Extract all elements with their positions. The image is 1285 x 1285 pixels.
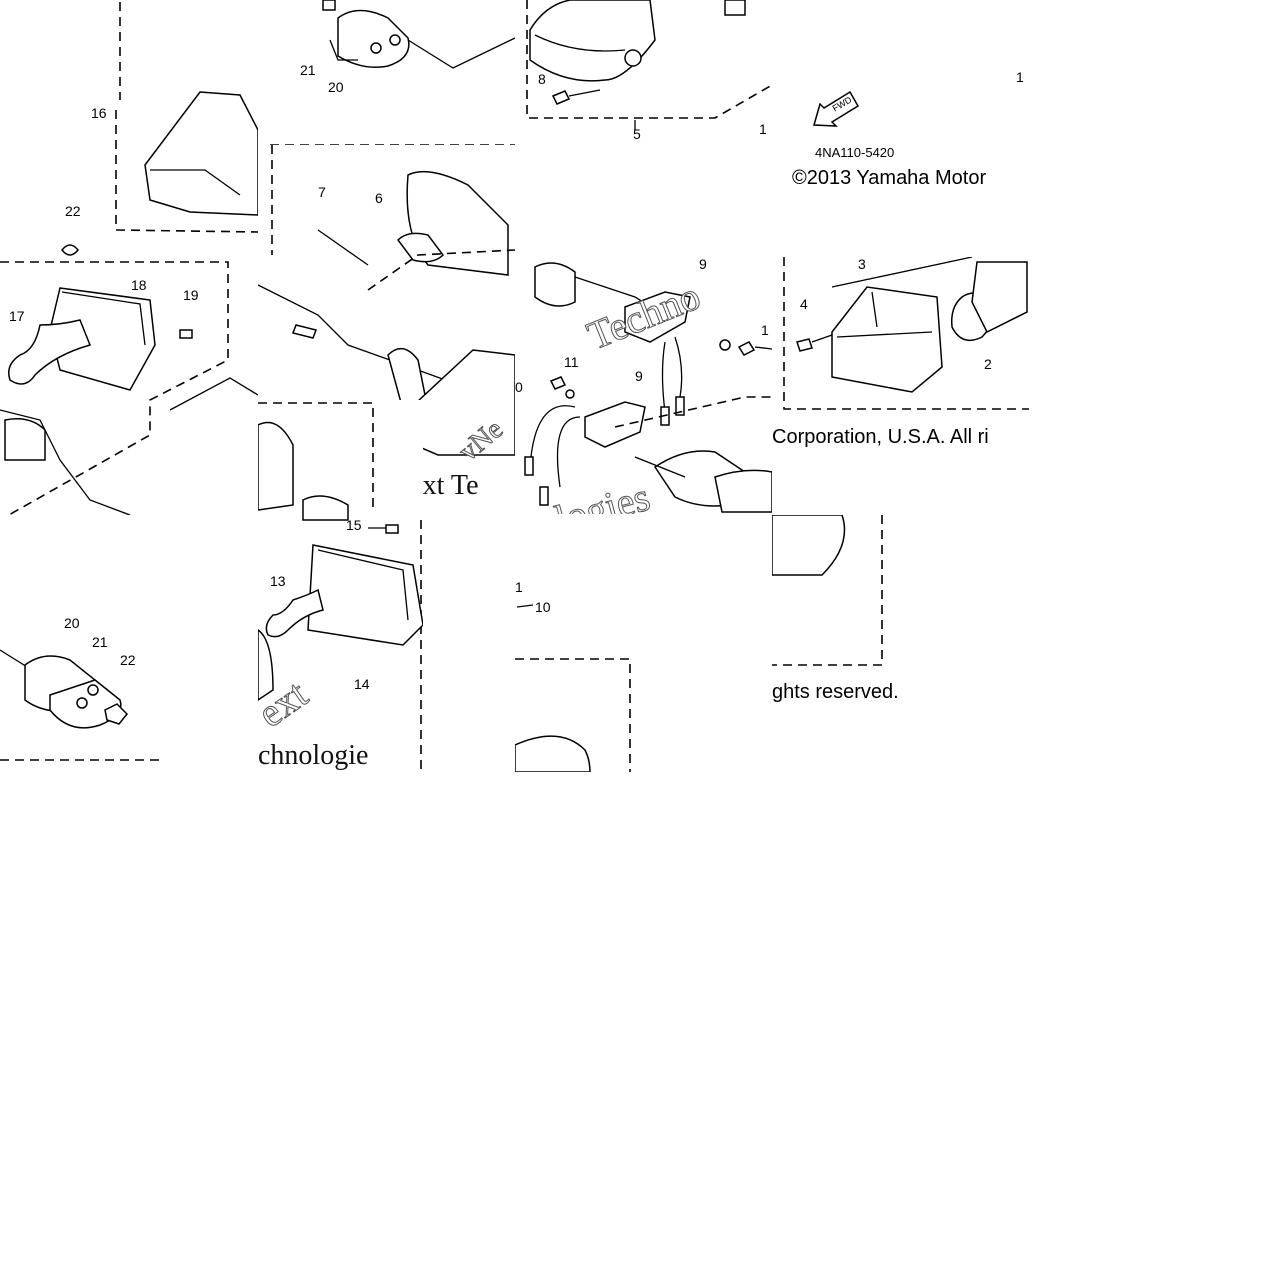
diagram-tile-damper-bottom: 20 21 22	[0, 515, 170, 772]
right-bottom-drawing	[772, 515, 883, 666]
part-code: 4NA110-5420	[815, 145, 895, 160]
callout-13: 13	[270, 573, 286, 589]
lamp-top-drawing	[526, 0, 772, 130]
left-lamp-drawing	[0, 2, 258, 515]
diagram-tile-center-bottom: 1 10	[515, 515, 772, 772]
watermark-chnologie: chnologie	[258, 740, 369, 771]
fwd-arrow	[813, 90, 860, 127]
callout-11: 11	[564, 354, 579, 370]
callout-15: 15	[346, 517, 362, 533]
callout-21: 21	[300, 62, 316, 78]
lamp-right-drawing	[783, 257, 1029, 410]
callout-1-bottom: 1	[515, 579, 523, 595]
callout-1-right: 1	[1016, 69, 1024, 85]
center-bottom-drawing	[515, 604, 631, 772]
callout-9-mid: 9	[635, 368, 643, 384]
diagram-tile-lamp-top: 8 5 1	[515, 0, 772, 257]
callout-18: 18	[131, 277, 147, 293]
callout-22-bottom: 22	[120, 652, 136, 668]
callout-14: 14	[354, 676, 370, 692]
diagram-tile-lamp-right: 3 4 2 Corporation, U.S.A. All ri	[772, 257, 1029, 514]
damper-top-drawing	[270, 0, 515, 145]
callout-5: 5	[633, 126, 641, 142]
copyright-line-2: Corporation, U.S.A. All ri	[772, 426, 989, 448]
callout-20: 20	[328, 79, 344, 95]
callout-9-top: 9	[699, 257, 707, 272]
diagram-tile-lamp-bottom: ext chnologie 15 13 14	[258, 400, 423, 772]
copyright-line-1: ©2013 Yamaha Motor	[792, 167, 987, 189]
callout-8: 8	[538, 71, 546, 87]
damper-bottom-drawing	[0, 649, 165, 761]
callout-7: 7	[318, 184, 326, 200]
diagram-tile-damper-top: 21 20	[258, 0, 515, 145]
callout-2: 2	[984, 356, 992, 372]
copyright-line-3: ghts reserved.	[772, 681, 899, 703]
callout-16: 16	[91, 105, 107, 121]
callout-19: 19	[183, 287, 199, 303]
callout-21-bottom: 21	[92, 634, 108, 650]
callout-1-top: 1	[759, 121, 767, 137]
callout-6: 6	[375, 190, 383, 206]
callout-4: 4	[800, 296, 808, 312]
callout-3: 3	[858, 257, 866, 272]
diagram-tile-copyright: FWD 1 4NA110-5420 ©2013 Yamaha Motor	[772, 0, 1029, 257]
bulb-wire-drawing	[258, 145, 515, 515]
wiring-drawing	[524, 262, 772, 513]
callout-1-mid: 1	[761, 322, 769, 338]
diagram-tile-left-lamp: 16 22 18 19 17	[0, 0, 258, 515]
callout-17: 17	[9, 308, 25, 324]
diagram-tile-right-bottom: ghts reserved.	[772, 515, 1029, 715]
lamp-bottom-drawing	[258, 402, 423, 772]
callout-0: 0	[515, 379, 523, 395]
callout-10: 10	[535, 599, 551, 615]
callout-20-bottom: 20	[64, 615, 80, 631]
diagram-tile-wiring: Techno ologies 9 1 11 0 9	[515, 257, 772, 514]
callout-22: 22	[65, 203, 81, 219]
